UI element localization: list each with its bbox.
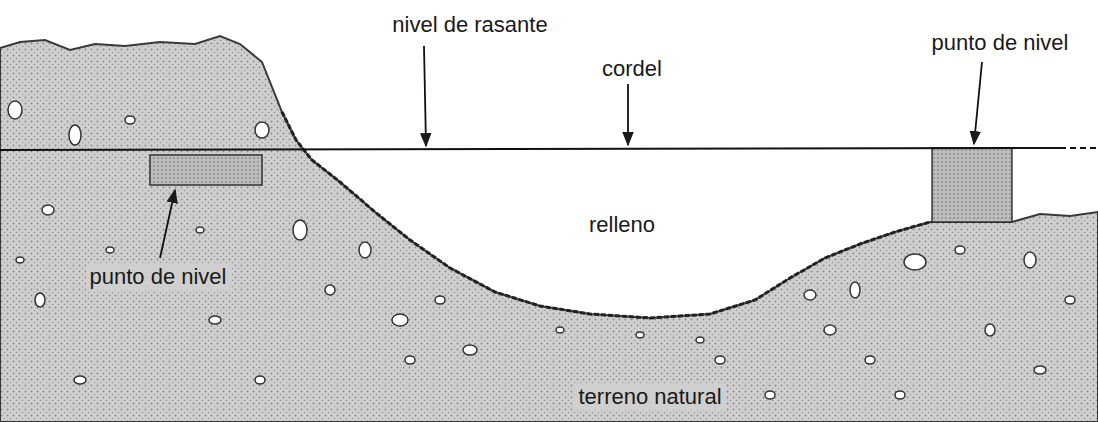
stone: [463, 345, 477, 355]
stone: [556, 327, 564, 333]
stone: [1034, 366, 1046, 374]
stone: [325, 285, 335, 295]
stone: [865, 356, 875, 364]
stone: [765, 391, 775, 399]
string-line: [0, 148, 1060, 150]
stone: [293, 220, 307, 240]
fill-label: relleno: [585, 212, 659, 238]
leader-arrow: [627, 84, 629, 145]
level-stake: [150, 155, 262, 185]
stones: [8, 101, 1075, 399]
stone: [696, 337, 704, 343]
stone: [715, 356, 725, 364]
stone: [125, 116, 135, 124]
stone: [850, 282, 860, 298]
stone: [895, 391, 905, 399]
level-point-label: punto de nivel: [928, 30, 1073, 56]
stone: [955, 246, 965, 254]
stone: [435, 296, 445, 304]
stone: [255, 376, 265, 384]
stone: [1024, 252, 1036, 268]
stone: [1065, 296, 1075, 304]
stone: [35, 293, 45, 307]
leader-arrow: [160, 190, 175, 258]
string-line-end: [1060, 147, 1098, 149]
grade-level-label: nivel de rasante: [388, 12, 551, 38]
stone: [106, 247, 114, 253]
level-point-label: punto de nivel: [86, 264, 231, 290]
natural-ground-label: terreno natural: [574, 384, 725, 410]
stone: [804, 290, 816, 300]
slope-edge: [282, 112, 930, 318]
natural-ground: [0, 36, 1098, 422]
stone: [405, 356, 415, 364]
stone: [255, 122, 269, 138]
stone: [16, 257, 24, 263]
level-block: [932, 148, 1012, 222]
stone: [359, 242, 371, 258]
stone: [196, 227, 204, 233]
stone: [74, 376, 86, 384]
stone: [985, 324, 995, 336]
stone: [636, 332, 644, 338]
stone: [824, 325, 836, 335]
stone: [392, 314, 408, 326]
stone: [8, 101, 22, 119]
leader-arrow: [424, 46, 426, 146]
stone: [42, 205, 54, 215]
leader-arrow: [974, 62, 982, 144]
string-label: cordel: [598, 56, 666, 82]
stone: [904, 254, 926, 270]
stone: [69, 125, 81, 145]
stone: [209, 316, 221, 324]
